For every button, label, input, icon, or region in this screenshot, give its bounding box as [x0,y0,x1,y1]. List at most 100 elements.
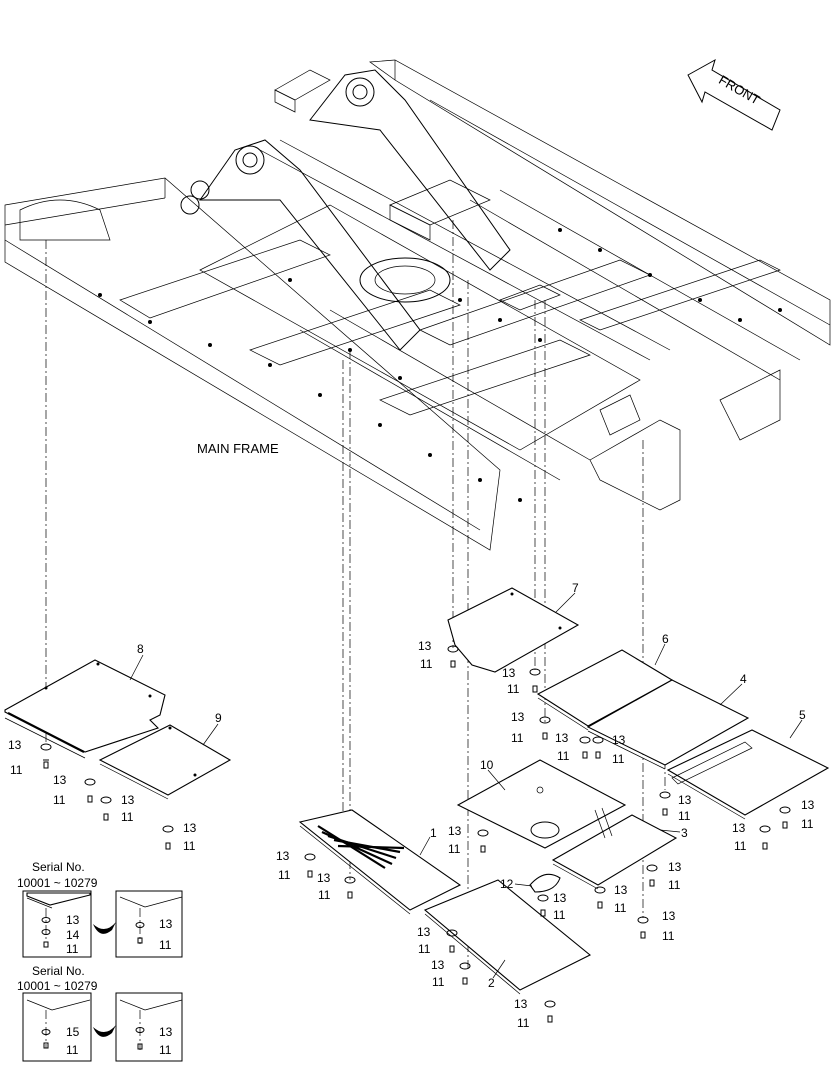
washer-label: 13 [183,821,197,835]
washer-label: 13 [276,849,290,863]
inset-after-box [115,890,183,958]
washer-label: 13 [121,793,135,807]
bolt-label: 11 [278,868,291,882]
left-side-rail [4,177,501,551]
bolt-label: 11 [121,810,134,824]
boom-bracket-left [199,139,421,351]
cover-plate-3 [551,807,678,890]
bolt-label: 11 [517,1016,530,1030]
washer-label: 13 [417,925,431,939]
main-frame-label: MAIN FRAME [197,441,279,456]
bolt-label: 11 [668,878,681,892]
washer-label: 13 [317,871,331,885]
inset-serial-range: 10001 ~ 10279 [17,876,98,890]
boom-bracket-right [309,69,511,271]
washer-label: 13 [614,883,628,897]
bolt-label: 11 [614,901,627,915]
washer-label: 13 [732,821,746,835]
serial-inset-2: Serial No. 10001 ~ 10279 15 11 13 11 [17,964,183,1062]
plate-1-ribs [317,825,405,869]
inset-spacer-label: 15 [66,1025,80,1039]
front-direction-arrow: FRONT [687,58,781,131]
bolt-label: 11 [612,752,625,766]
inset-bolt-label: 11 [66,1043,79,1057]
inset-change-arrow [93,922,116,934]
bolt-label: 11 [183,839,196,853]
bolt-label: 11 [420,657,433,671]
part-label-7: 7 [572,581,579,595]
frame-bolt-holes [98,228,782,502]
bolt-label: 11 [418,942,431,956]
inset-bolt-label: 11 [66,942,79,956]
washer-label: 13 [668,860,682,874]
part-label-2: 2 [488,976,495,990]
inset-before-box [22,890,92,958]
part-number-labels: 1 2 3 4 5 6 7 8 9 10 12 [137,581,806,990]
bolt-label: 11 [10,763,23,777]
inset-serial-range: 10001 ~ 10279 [17,979,98,993]
cover-plate-1 [298,809,462,915]
bolt-label: 11 [557,749,570,763]
part-label-1: 1 [430,826,437,840]
part-label-4: 4 [740,672,747,686]
bolt-label: 11 [801,817,814,831]
bolt-label: 11 [662,929,675,943]
washer-label: 13 [511,710,525,724]
washer-label: 13 [801,798,815,812]
washer-label: 13 [448,824,462,838]
part-label-8: 8 [137,642,144,656]
cover-plate-2 [423,879,592,995]
bolt-label: 11 [448,842,461,856]
inset-washer-label: 13 [66,913,80,927]
fastener-number-labels: 13 11 13 11 13 11 13 11 13 11 13 11 13 1… [8,639,815,1030]
inset-washer-label: 13 [159,917,173,931]
right-side-rail [369,59,831,346]
swing-bearing-ring [359,257,451,303]
inset-change-arrow [93,1025,116,1037]
washer-label: 13 [502,666,516,680]
part-label-5: 5 [799,708,806,722]
cover-plate-8 [4,659,166,759]
inset-serial-title: Serial No. [32,860,85,874]
inset-serial-title: Serial No. [32,964,85,978]
washer-label: 13 [514,997,528,1011]
bolt-label: 11 [432,975,445,989]
cover-plate-9 [98,724,232,800]
washer-label: 13 [431,958,445,972]
inset-washer-label: 13 [159,1025,173,1039]
inset-after-box [115,992,183,1062]
bolt-label: 11 [507,682,520,696]
part-label-12: 12 [500,877,514,891]
fastener-symbols [40,645,791,1023]
bolt-label: 11 [318,888,331,902]
washer-label: 13 [555,731,569,745]
part-label-10: 10 [480,758,494,772]
bolt-label: 11 [734,839,747,853]
serial-inset-1: Serial No. 10001 ~ 10279 13 14 11 13 11 [17,860,183,958]
bolt-label: 11 [553,908,566,922]
bolt-label: 11 [53,793,66,807]
inset-before-box [22,992,92,1062]
bolt-label: 11 [511,731,524,745]
part-label-3: 3 [681,826,688,840]
part-leader-lines [129,592,803,979]
inset-bolt-label: 11 [159,938,172,952]
washer-label: 13 [612,733,626,747]
cover-plate-5 [666,729,830,820]
washer-label: 13 [8,738,22,752]
cover-plate-7 [447,587,580,673]
washer-label: 13 [418,639,432,653]
washer-label: 13 [53,773,67,787]
washer-label: 13 [678,793,692,807]
center-floor-plate [199,204,641,451]
cover-plate-12 [529,873,561,893]
main-frame-drawing [4,59,831,551]
part-label-6: 6 [662,632,669,646]
washer-label: 13 [553,891,567,905]
bolt-label: 11 [678,809,691,823]
part-label-9: 9 [215,711,222,725]
inset-bolt-label: 11 [159,1043,172,1057]
washer-label: 13 [662,909,676,923]
